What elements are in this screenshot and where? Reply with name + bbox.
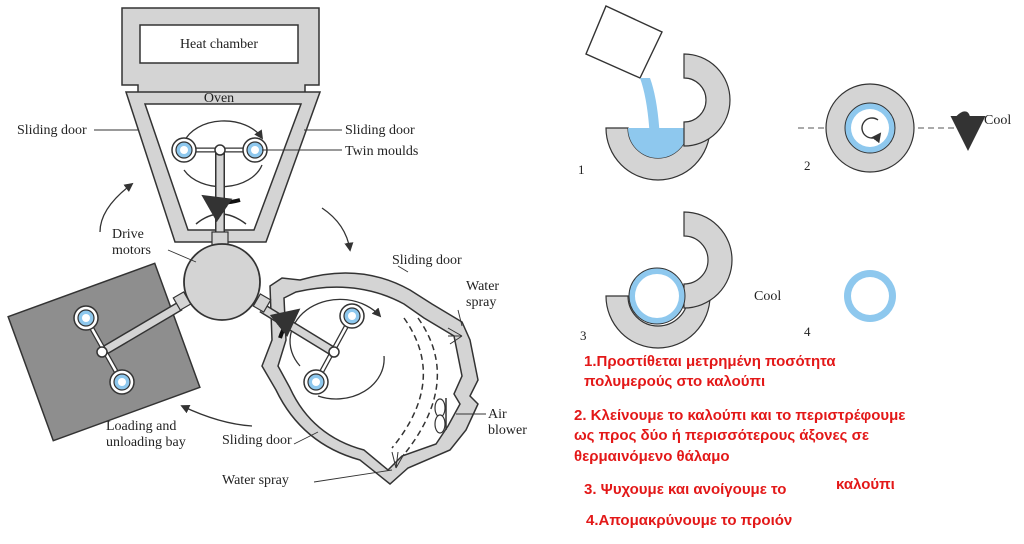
pouring-container	[585, 5, 663, 79]
twin-moulds-loading	[73, 301, 183, 395]
polymer-fill-1	[628, 128, 688, 158]
cooling-rotation-arrow	[269, 308, 301, 339]
cycle-arrow-bottom	[180, 405, 253, 427]
finished-product-hollow	[851, 277, 889, 315]
axis-rotation-arrow-icon	[950, 111, 986, 151]
oven-chamber	[124, 91, 322, 243]
drive-motor-hub	[183, 243, 261, 321]
mould-cavity-2	[851, 109, 889, 147]
step-2-text-line2: ως προς δύο ή περισσότερους άξονες σε	[574, 427, 869, 444]
label-water-spray-top-2: spray	[466, 295, 496, 310]
label-sliding-door-right: Sliding door	[345, 123, 415, 138]
water-spray-top-icon	[447, 327, 463, 345]
step-1-text-line2: πολυμερούς στο καλούπι	[584, 373, 766, 390]
label-twin-moulds: Twin moulds	[345, 144, 418, 159]
cooling-rotation-arc	[289, 298, 382, 367]
heat-chamber-label: Heat chamber	[180, 37, 258, 52]
label-blower: blower	[488, 423, 527, 438]
cooling-chamber	[261, 272, 479, 485]
step-number-1: 1	[578, 162, 585, 177]
label-cool-2: Cool	[984, 113, 1011, 128]
step-3-text-end: καλούπι	[836, 476, 895, 493]
label-sliding-door-top: Sliding door	[392, 253, 462, 268]
label-sliding-door-left: Sliding door	[17, 123, 87, 138]
step-number-3: 3	[580, 328, 587, 343]
step-number-2: 2	[804, 158, 811, 173]
label-loading-2: unloading bay	[106, 435, 186, 450]
oven-rotation-arrow	[201, 194, 241, 223]
process-step-3-figure	[605, 211, 733, 349]
step-1-text-line1: 1.Προστίθεται μετρημένη ποσότητα	[584, 353, 836, 370]
mould-half-upper-1	[683, 53, 731, 147]
air-blower-icon	[434, 398, 447, 434]
step-number-4: 4	[804, 324, 811, 339]
cooling-rotation-arc-lower	[317, 355, 385, 400]
label-cool-3: Cool	[754, 289, 781, 304]
process-diagram: 1 2 Cool 3 Cool 4	[578, 5, 1011, 349]
leader-lines	[94, 129, 486, 483]
cycle-arrow-left	[99, 182, 134, 233]
polymer-pour-stream	[640, 78, 660, 140]
spin-arrow-icon	[861, 117, 882, 144]
cycle-arrow-right	[321, 207, 354, 252]
label-drive: Drive	[112, 227, 144, 242]
machine-diagram: Heat chamber Oven	[7, 7, 527, 488]
process-step-2-figure	[798, 83, 986, 173]
label-sliding-door-bottom: Sliding door	[222, 433, 292, 448]
formed-part-cavity-3	[635, 274, 679, 318]
label-water-spray-top-1: Water	[466, 279, 499, 294]
label-air: Air	[488, 407, 507, 422]
process-step-4-figure	[844, 270, 896, 322]
twin-moulds-oven	[171, 137, 268, 245]
cooling-dashed-arc	[391, 317, 425, 449]
label-motors: motors	[112, 243, 151, 258]
label-loading-1: Loading and	[106, 419, 176, 434]
step-4-text: 4.Απομακρύνουμε το προιόν	[586, 512, 793, 529]
mould-half-upper-3	[683, 211, 733, 309]
cooling-dashed-arc-2	[405, 317, 439, 453]
hub-collar-left	[172, 291, 192, 311]
label-water-spray-bottom: Water spray	[222, 473, 289, 488]
oven-label: Oven	[204, 91, 234, 106]
hub-collar-right	[252, 293, 272, 313]
oven-rotation-arc-lower	[183, 164, 263, 188]
step-2-text-line3: θερμαινόμενο θάλαμο	[574, 448, 730, 465]
oven-rotation-arc	[183, 120, 264, 143]
mould-half-lower-3	[605, 295, 711, 349]
process-step-1-figure	[585, 5, 731, 181]
water-spray-bottom-icon	[391, 451, 405, 469]
step-2-text-line1: 2. Κλείνουμε το καλούπι και το περιστρέφ…	[574, 407, 906, 424]
heat-chamber-label-box	[139, 24, 299, 64]
step-3-text: 3. Ψυχουμε και ανοίγουμε το	[584, 481, 787, 498]
